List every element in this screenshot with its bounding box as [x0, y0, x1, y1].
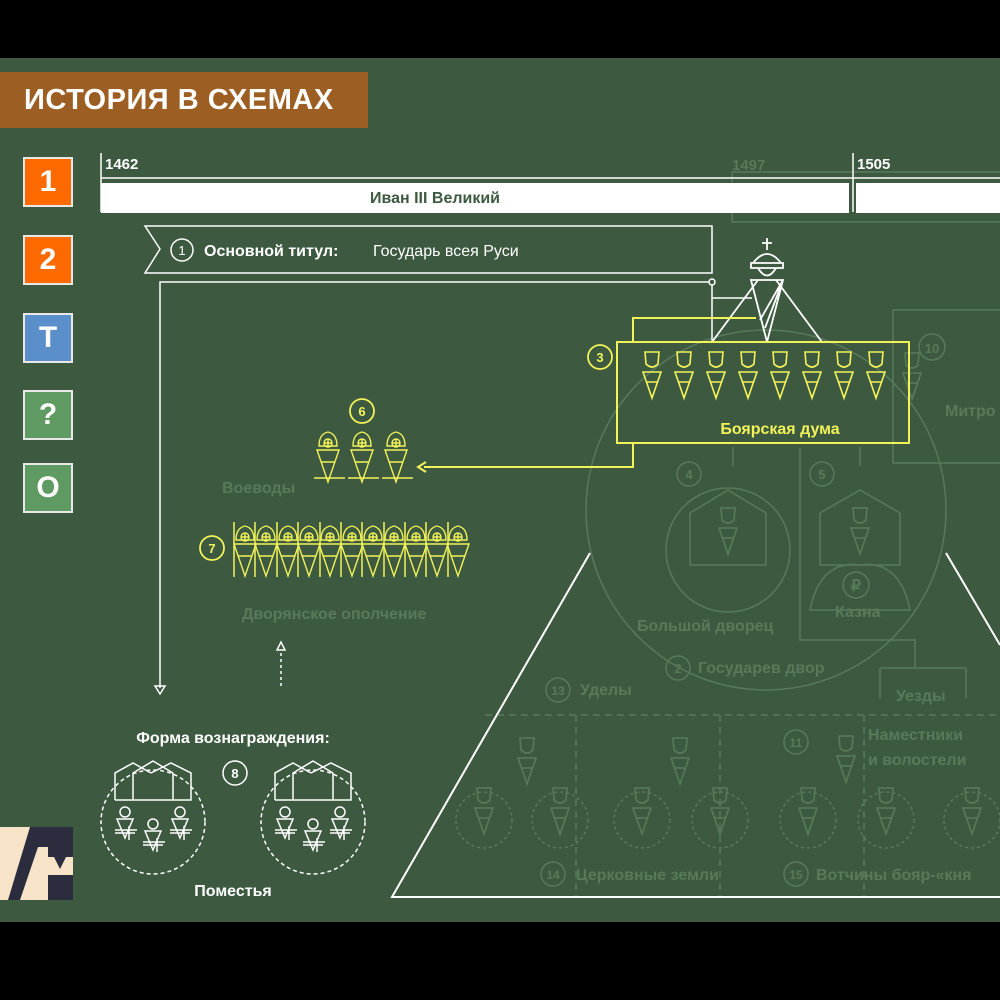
nav-button-question[interactable]: ?: [23, 390, 73, 440]
boyar-duma-box[interactable]: [416, 317, 910, 473]
boyar-figures: [642, 351, 886, 399]
court-label: Государев двор: [698, 660, 825, 677]
boyar-duma-label: Боярская дума: [720, 421, 839, 438]
num-13: 13: [551, 684, 565, 698]
tsar-icon: [711, 238, 823, 343]
pyramid-outline: [390, 552, 1000, 898]
governors-label-2: и волостели: [868, 752, 966, 769]
num-5: 5: [818, 467, 825, 482]
num-1: 1: [178, 243, 185, 258]
governors-label-1: Наместники: [868, 727, 963, 744]
nav-button-1[interactable]: 1: [23, 157, 73, 207]
num-10: 10: [925, 341, 939, 356]
title-label: Основной титул:: [204, 243, 338, 260]
timeline-1497: 1497: [732, 157, 765, 174]
timeline-start: 1462: [105, 156, 138, 173]
nav-button-o[interactable]: O: [23, 463, 73, 513]
militia-figures: [233, 522, 470, 577]
timeline: 1462 1505 Иван III Великий: [100, 153, 1000, 213]
num-15: 15: [789, 868, 803, 882]
title-value: Государь всея Руси: [373, 243, 519, 260]
nav-button-test[interactable]: T: [23, 313, 73, 363]
palace-label: Большой дворец: [637, 618, 773, 635]
num-6: 6: [358, 404, 365, 419]
am-logo: [0, 827, 73, 900]
nav-button-2[interactable]: 2: [23, 235, 73, 285]
militia-label: Дворянское ополчение: [242, 606, 426, 623]
ruler-name[interactable]: Иван III Великий: [370, 190, 500, 207]
voevody-figures: [314, 431, 413, 483]
num-4: 4: [685, 467, 693, 482]
num-11: 11: [790, 736, 803, 750]
metropolitan-label: Митро: [945, 403, 996, 420]
estates-icon: [100, 760, 366, 875]
history-scheme-canvas: ИСТОРИЯ В СХЕМАХ 1 2 T ? O: [0, 58, 1000, 922]
ruble-icon: ₽: [851, 578, 861, 595]
connector-to-reward: [153, 281, 752, 696]
reward-heading: Форма вознаграждения:: [136, 730, 330, 747]
diagram: 1497 10 Митро 4 5 ₽ Большой дворец Казна…: [100, 153, 1000, 900]
page-title: ИСТОРИЯ В СХЕМАХ: [0, 72, 368, 128]
num-2: 2: [674, 661, 681, 676]
num-8: 8: [231, 766, 238, 781]
timeline-end: 1505: [857, 156, 890, 173]
title-banner: 1 Основной титул: Государь всея Руси: [143, 225, 713, 274]
treasury-label: Казна: [835, 604, 881, 621]
votchiny-label: Вотчины бояр-«кня: [816, 867, 971, 884]
districts-label: Уезды: [896, 688, 946, 705]
appanages-label: Уделы: [580, 682, 632, 699]
num-7: 7: [208, 541, 215, 556]
num-14: 14: [546, 868, 560, 882]
church-lands-label: Церковные земли: [576, 867, 719, 884]
estates-label: Поместья: [194, 883, 272, 900]
num-3: 3: [596, 350, 603, 365]
voevody-label: Воеводы: [222, 480, 295, 497]
faded-background: [455, 171, 1000, 897]
